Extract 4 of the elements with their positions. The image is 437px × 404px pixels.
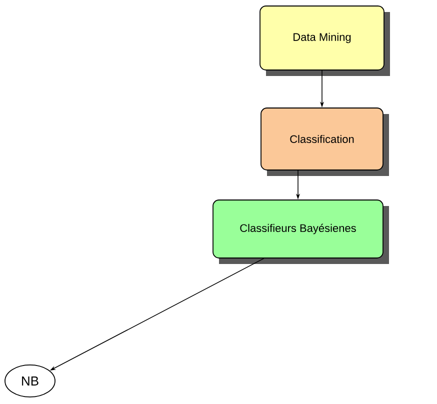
process-box: Data Mining: [260, 6, 390, 76]
ellipse-node: NB: [4, 364, 56, 398]
process-box: Classifieurs Bayésienes: [212, 200, 389, 264]
process-box: Classification: [260, 108, 389, 176]
